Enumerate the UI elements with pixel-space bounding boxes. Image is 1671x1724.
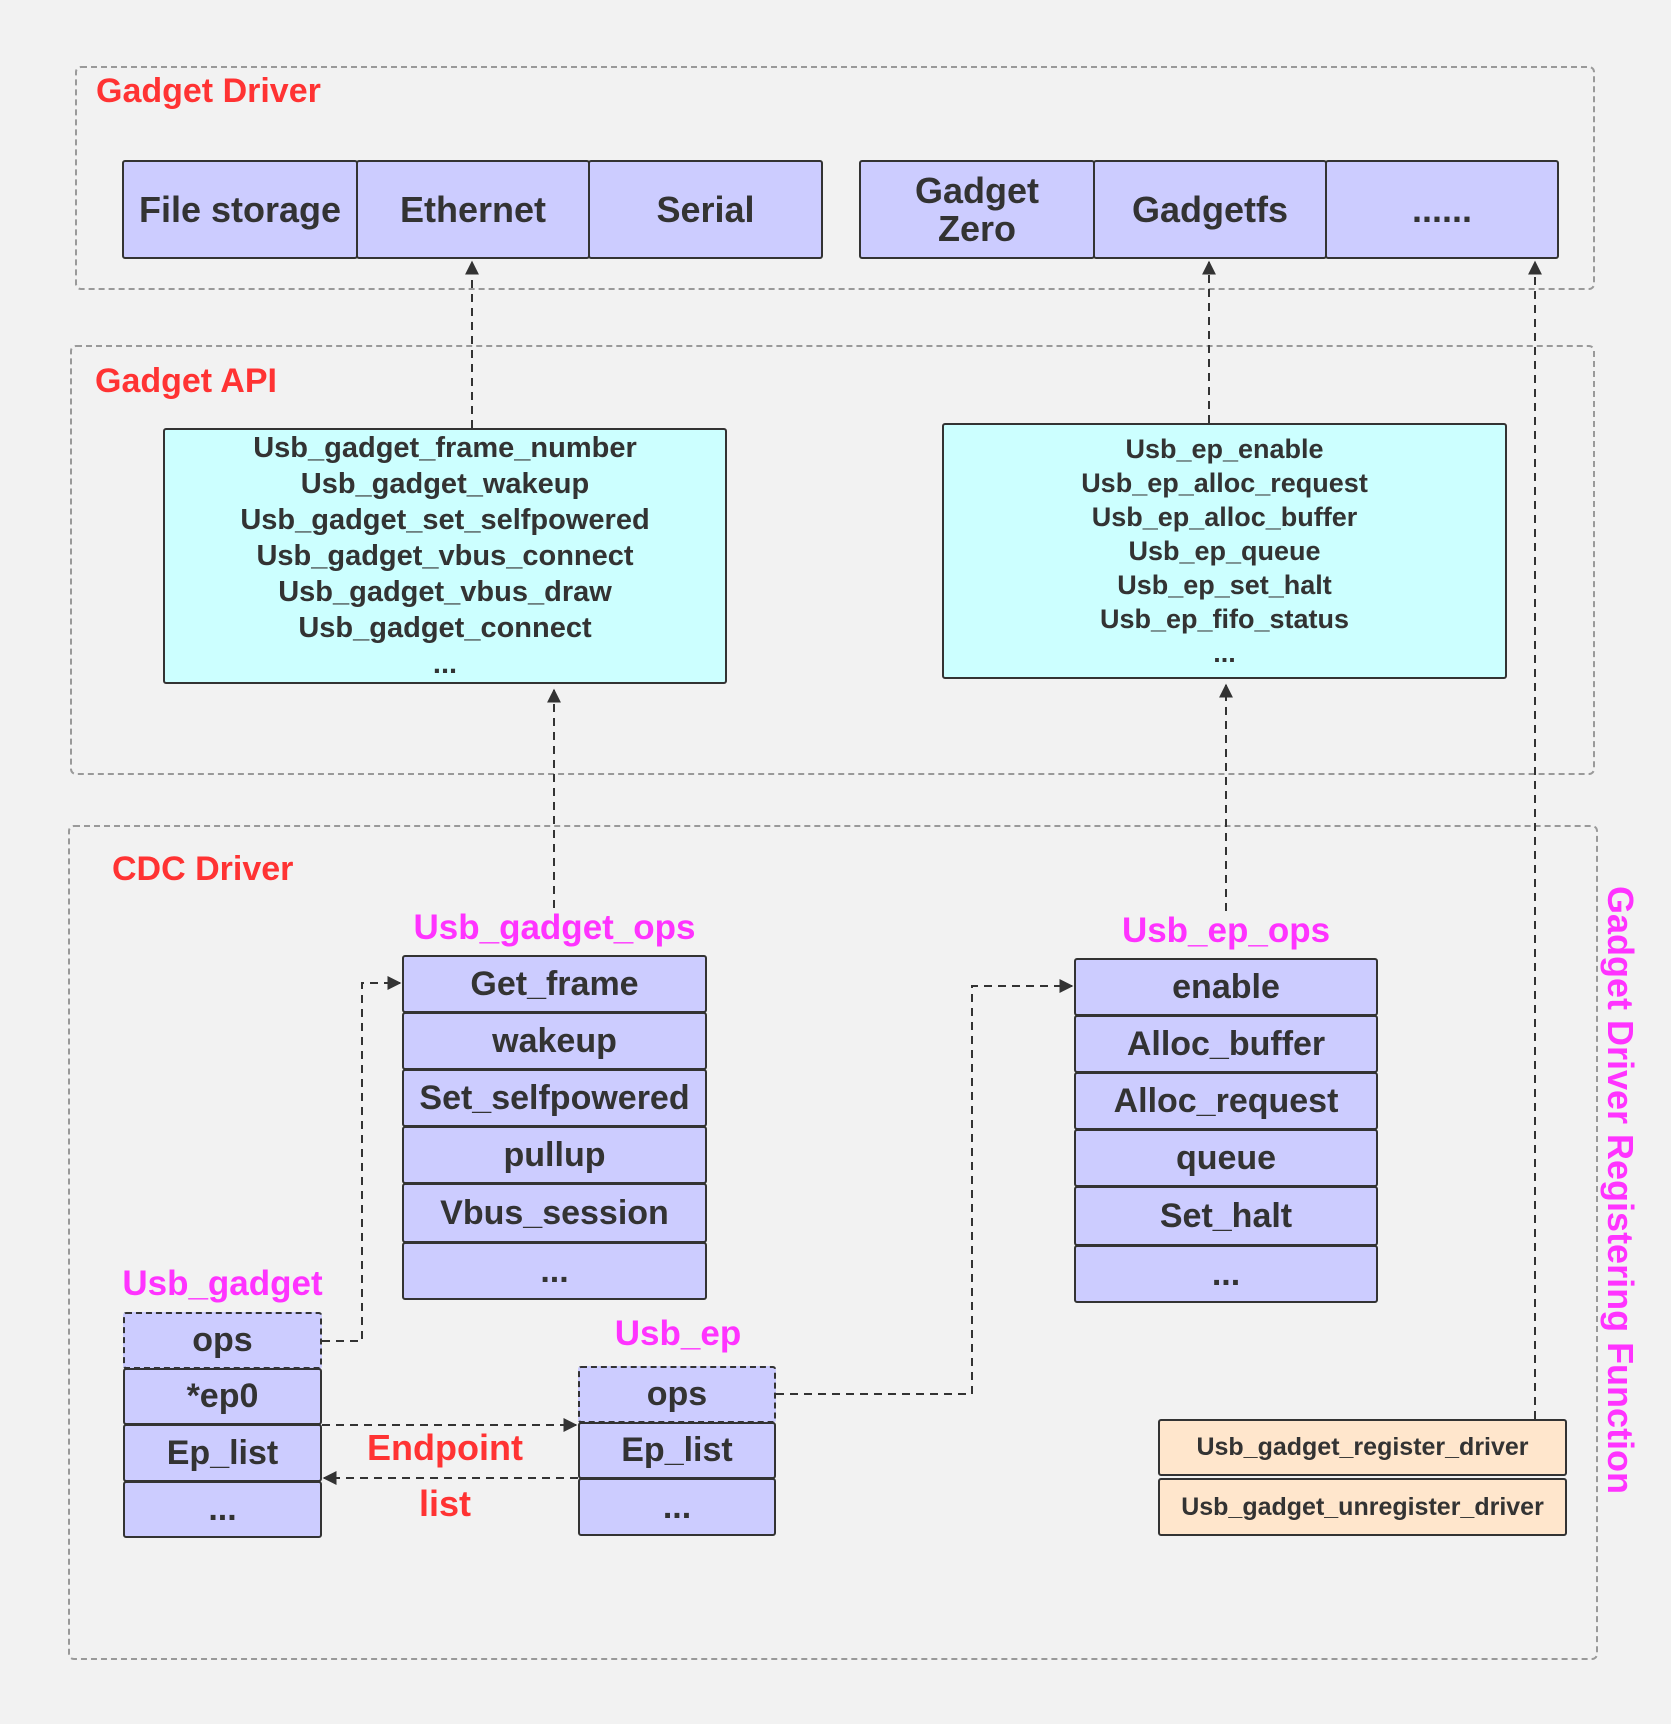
gadget-ops-pullup: pullup — [402, 1126, 707, 1184]
gadget-ops-vbus-session: Vbus_session — [402, 1183, 707, 1243]
gadget-api-fn: Usb_gadget_wakeup — [300, 468, 590, 500]
cdc-driver-title: CDC Driver — [112, 850, 294, 888]
ep-ops-more: ... — [1074, 1245, 1378, 1303]
gadget-driver-title: Gadget Driver — [96, 72, 321, 110]
usb-gadget-more: ... — [123, 1481, 322, 1538]
arrow-ep-ops-to-ep-ops-struct — [776, 979, 1074, 1395]
gadget-ops-set-selfpowered: Set_selfpowered — [402, 1069, 707, 1127]
usb-gadget-ep-list: Ep_list — [123, 1424, 322, 1482]
gadget-api-title: Gadget API — [95, 362, 277, 400]
gadget-api-fn: Usb_gadget_frame_number — [253, 432, 637, 464]
gadget-api-box: Usb_gadget_frame_number Usb_gadget_wakeu… — [163, 428, 727, 684]
ep-ops-set-halt: Set_halt — [1074, 1186, 1378, 1246]
usb-gadget-ep0: *ep0 — [123, 1368, 322, 1425]
driver-ethernet: Ethernet — [356, 160, 590, 259]
unregister-driver-box: Usb_gadget_unregister_driver — [1158, 1478, 1567, 1536]
gadget-api-group — [70, 345, 1595, 775]
ep-ops-queue: queue — [1074, 1129, 1378, 1187]
ep-api-fn: Usb_ep_alloc_request — [1081, 468, 1368, 498]
usb-gadget-ops-title: Usb_gadget_ops — [413, 908, 696, 947]
arrow-gadget-ops-to-gadget-ops-struct — [322, 976, 402, 1342]
usb-ep-more: ... — [578, 1478, 776, 1536]
gadget-api-fn: Usb_gadget_connect — [298, 612, 592, 644]
register-driver-box: Usb_gadget_register_driver — [1158, 1419, 1567, 1476]
usb-gadget-title: Usb_gadget — [122, 1264, 323, 1303]
ep-api-box: Usb_ep_enable Usb_ep_alloc_request Usb_e… — [942, 423, 1507, 679]
ep-api-fn: Usb_ep_queue — [1128, 536, 1321, 566]
endpoint-list-label: Endpoint list — [345, 1420, 545, 1532]
gadget-ops-more: ... — [402, 1242, 707, 1300]
gadget-api-fn: Usb_gadget_set_selfpowered — [240, 504, 650, 536]
ep-ops-alloc-buffer: Alloc_buffer — [1074, 1015, 1378, 1073]
ep-api-fn: ... — [1213, 638, 1236, 668]
driver-more: ...... — [1325, 160, 1559, 259]
ep-api-fn: Usb_ep_enable — [1125, 434, 1324, 464]
driver-serial: Serial — [588, 160, 823, 259]
endpoint-list-line-2: list — [418, 1483, 471, 1524]
ep-api-fn: Usb_ep_fifo_status — [1099, 604, 1350, 634]
driver-gadget-zero-label: Gadget Zero — [914, 169, 1039, 249]
ep-api-fn: Usb_ep_set_halt — [1117, 570, 1332, 600]
usb-ep-ops: ops — [578, 1366, 776, 1423]
gadget-driver-group — [75, 66, 1595, 290]
driver-gadgetfs: Gadgetfs — [1093, 160, 1327, 259]
gadget-api-fn: Usb_gadget_vbus_connect — [256, 540, 634, 572]
usb-ep-ops-title: Usb_ep_ops — [1121, 911, 1331, 950]
gadget-api-fn: Usb_gadget_vbus_draw — [278, 576, 612, 608]
ep-api-fn: Usb_ep_alloc_buffer — [1091, 502, 1358, 532]
gadget-ops-get-frame: Get_frame — [402, 955, 707, 1013]
driver-file-storage: File storage — [122, 160, 358, 259]
gadget-api-fn: ... — [432, 648, 458, 680]
endpoint-list-line-1: Endpoint — [367, 1427, 523, 1468]
usb-gadget-ops: ops — [123, 1312, 322, 1369]
cdc-driver-group — [68, 825, 1598, 1660]
driver-gadget-zero: Gadget Zero — [859, 160, 1095, 259]
usb-ep-title: Usb_ep — [614, 1314, 742, 1353]
